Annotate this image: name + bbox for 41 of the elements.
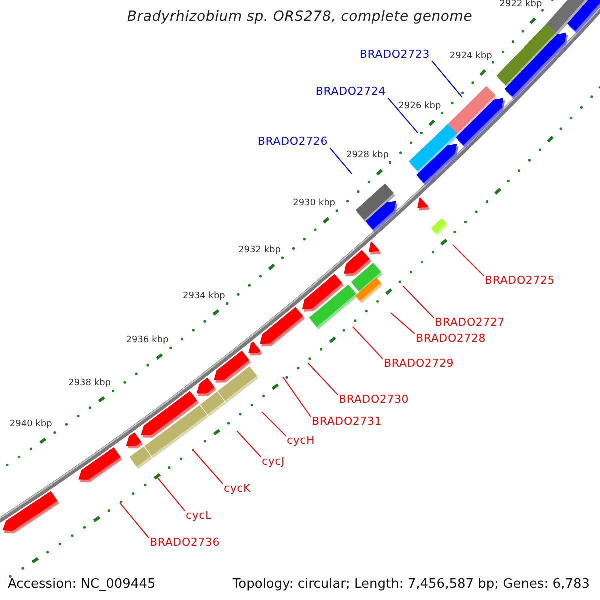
position-label: 2940 kbp — [10, 419, 52, 430]
position-label: 2926 kbp — [398, 102, 442, 113]
map-title: Bradyrhizobium sp. ORS278, complete genome — [126, 9, 474, 25]
gene-label: BRADO2736 — [150, 536, 220, 549]
leader-line — [308, 362, 338, 396]
position-label: 2922 kbp — [500, 0, 542, 11]
position-label: 2934 kbp — [182, 291, 226, 302]
gene-label: BRADO2724 — [316, 85, 386, 98]
leader-line — [388, 98, 418, 134]
gene-label: BRADO2730 — [339, 393, 410, 406]
gene-label: cycL — [186, 509, 212, 522]
position-label: 2928 kbp — [346, 150, 389, 162]
leader-line — [156, 476, 186, 512]
position-label: 2932 kbp — [238, 246, 281, 257]
leader-line — [390, 312, 416, 334]
leader-line — [236, 430, 262, 458]
gene-label: cycK — [224, 482, 252, 495]
gene-label: BRADO2723 — [360, 48, 430, 61]
leader-line — [262, 412, 286, 436]
position-label: 2936 kbp — [126, 335, 169, 346]
gene-label: cycH — [287, 434, 316, 447]
gene-label: BRADO2731 — [312, 415, 382, 428]
gene-label: BRADO2728 — [416, 332, 486, 345]
leader-line — [452, 244, 484, 276]
gene-label: BRADO2729 — [384, 357, 454, 370]
genome-summary-text: Topology: circular; Length: 7,456,587 bp; Genes: 6,783 — [232, 577, 590, 592]
position-label: 2938 kbp — [68, 378, 111, 390]
gene-label: BRADO2726 — [258, 135, 328, 148]
gene-label: BRADO2725 — [485, 274, 556, 287]
leader-line — [282, 376, 312, 418]
leader-line — [330, 148, 352, 174]
leader-line — [192, 450, 224, 484]
position-label: 2924 kbp — [450, 51, 492, 62]
leader-line — [120, 502, 150, 538]
position-label: 2930 kbp — [293, 198, 336, 210]
gene-label: BRADO2727 — [435, 316, 506, 329]
leader-line — [352, 326, 384, 360]
gene-label: cycJ — [262, 455, 286, 468]
leader-line — [402, 286, 434, 318]
leader-line — [432, 60, 462, 98]
accession-text: Accession: NC_009445 — [8, 577, 156, 592]
